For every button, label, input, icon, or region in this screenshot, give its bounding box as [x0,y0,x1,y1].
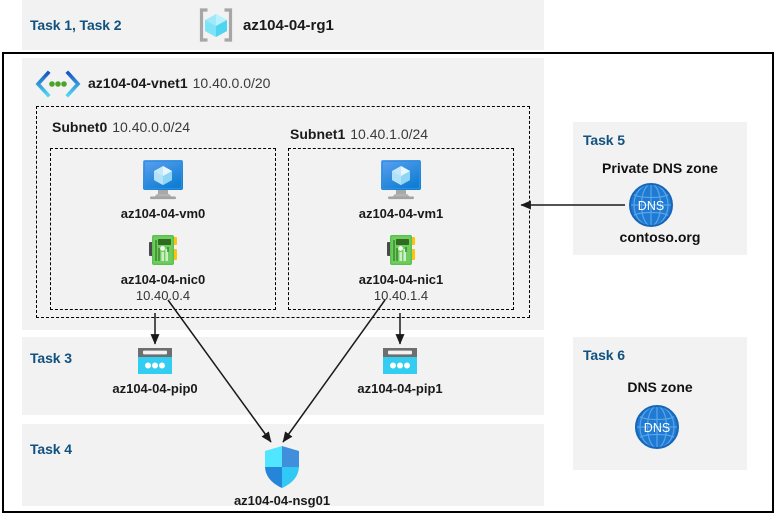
virtual-network-header: az104-04-vnet1 10.40.0.0/20 [88,75,270,91]
task-label-4: Task 4 [30,441,72,457]
private-dns-zone-name: contoso.org [619,229,701,245]
task-label-5: Task 5 [583,132,625,148]
resource-group-name: az104-04-rg1 [243,17,334,34]
vm0-node[interactable]: az104-04-vm0 [103,157,223,221]
virtual-network-icon [34,70,82,98]
nic0-node[interactable]: az104-04-nic0 10.40.0.4 [103,230,223,303]
subnet0-header: Subnet0 10.40.0.0/24 [52,119,190,135]
pip1-node[interactable]: az104-04-pip1 [340,345,460,396]
diagram-outer-frame [2,52,774,513]
vm1-label: az104-04-vm1 [358,206,444,221]
nic1-ip: 10.40.1.4 [373,288,429,303]
nic1-node[interactable]: az104-04-nic1 10.40.1.4 [341,230,461,303]
subnet1-header: Subnet1 10.40.1.0/24 [290,126,428,142]
public-ip-address-icon [135,345,175,377]
vm1-node[interactable]: az104-04-vm1 [341,157,461,221]
subnet1-box [288,148,514,310]
dns-zone-title: DNS zone [627,379,693,395]
subnet0-name: Subnet0 [52,119,108,135]
network-security-group-icon [261,444,303,490]
virtual-machine-icon [377,157,425,203]
dns-zone-icon[interactable]: DNS [634,404,680,450]
pip1-label: az104-04-pip1 [357,381,443,396]
private-dns-zone-title: Private DNS zone [602,160,718,176]
task-label-1-2: Task 1, Task 2 [30,17,122,33]
network-interface-icon [143,230,183,270]
nsg-node[interactable]: az104-04-nsg01 [222,444,342,508]
pip0-label: az104-04-pip0 [112,381,198,396]
subnet1-address-prefix: 10.40.1.0/24 [350,126,429,142]
task-label-3: Task 3 [30,350,72,366]
nic0-ip: 10.40.0.4 [135,288,191,303]
virtual-network-panel [22,58,544,330]
virtual-machine-icon [139,157,187,203]
virtual-network-address-space: 10.40.0.0/20 [192,75,271,91]
dns-icon-text: DNS [638,199,664,213]
pip0-node[interactable]: az104-04-pip0 [95,345,215,396]
virtual-network-name: az104-04-vnet1 [88,75,188,91]
dns-icon-text: DNS [644,421,670,435]
resource-group-panel [22,0,544,50]
nic1-label: az104-04-nic1 [358,272,444,287]
public-ip-address-icon [380,345,420,377]
subnet0-box [50,148,276,310]
nsg-label: az104-04-nsg01 [233,493,331,508]
vm0-label: az104-04-vm0 [120,206,206,221]
task-label-6: Task 6 [583,347,625,363]
subnet0-address-prefix: 10.40.0.0/24 [112,119,191,135]
subnet1-name: Subnet1 [290,126,346,142]
resource-group-icon [198,8,234,42]
dns-zone-icon[interactable]: DNS [628,182,674,228]
network-interface-icon [381,230,421,270]
nic0-label: az104-04-nic0 [120,272,206,287]
